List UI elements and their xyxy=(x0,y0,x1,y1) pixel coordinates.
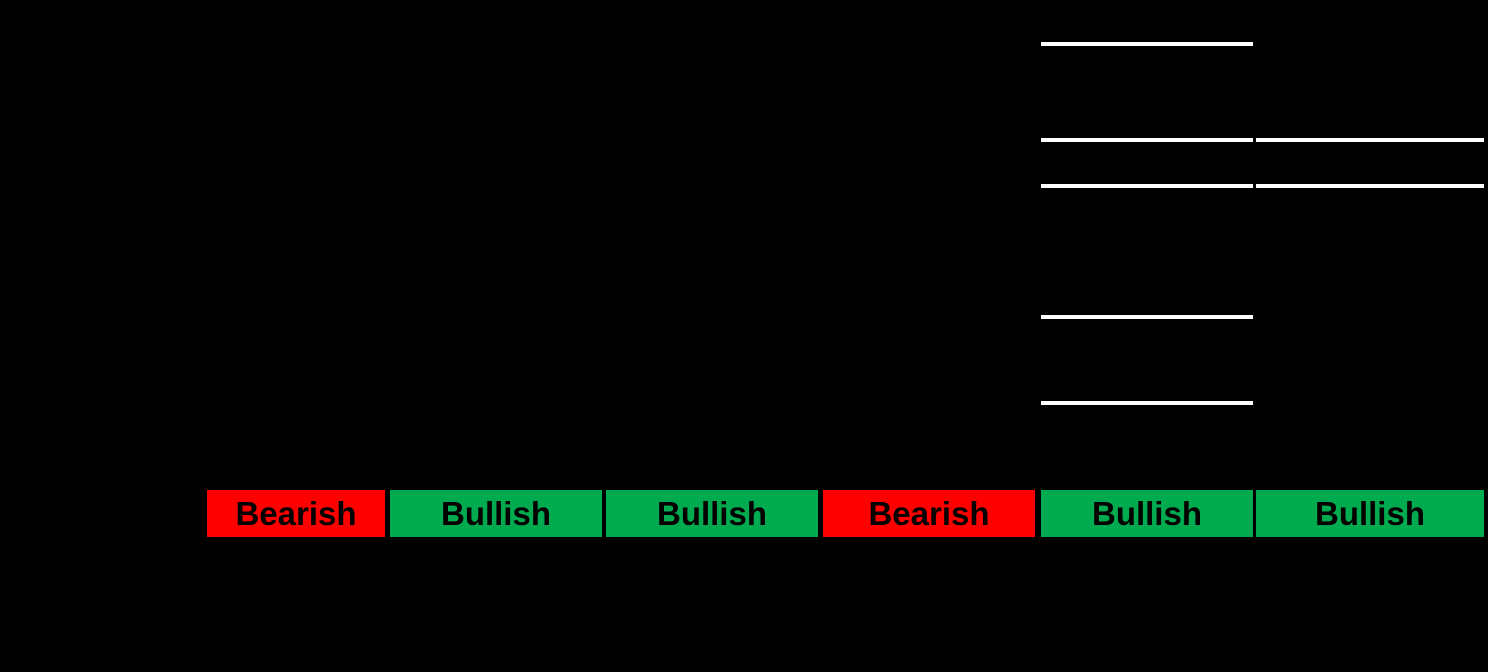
signal-bar-label: Bearish xyxy=(235,495,357,532)
signal-bar-1[interactable]: Bearish xyxy=(207,490,385,537)
signal-bar-label: Bearish xyxy=(868,495,990,532)
gridline xyxy=(1256,184,1484,188)
signal-bar-label: Bullish xyxy=(1091,495,1202,532)
gridline xyxy=(1041,42,1253,46)
signal-bar-label: Bullish xyxy=(440,495,551,532)
gridline xyxy=(1041,184,1253,188)
signal-bar-6[interactable]: Bullish xyxy=(1256,490,1484,537)
signal-bar-4[interactable]: Bearish xyxy=(823,490,1035,537)
signal-bar-2[interactable]: Bullish xyxy=(390,490,602,537)
gridline xyxy=(1041,315,1253,319)
signal-bar-3[interactable]: Bullish xyxy=(606,490,818,537)
gridline xyxy=(1041,401,1253,405)
gridline xyxy=(1256,138,1484,142)
signal-bar-label: Bullish xyxy=(656,495,767,532)
signal-bar-5[interactable]: Bullish xyxy=(1041,490,1253,537)
signal-bar-label: Bullish xyxy=(1314,495,1425,532)
gridline xyxy=(1041,138,1253,142)
